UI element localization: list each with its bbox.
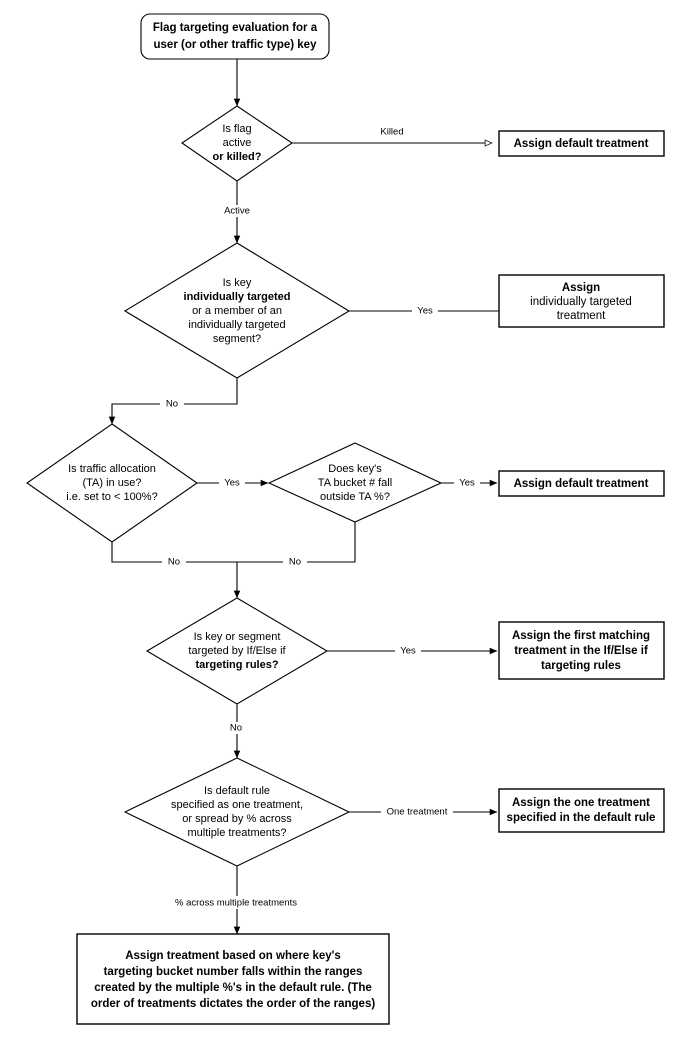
node-decision-default-rule[interactable]: Is default rule specified as one treatme… xyxy=(123,757,351,867)
node-box-first-matching[interactable]: Assign the first matching treatment in t… xyxy=(498,621,665,680)
edge-label-individual-no: No xyxy=(166,399,178,410)
edge-label-rules-yes: Yes xyxy=(400,646,416,657)
decision-default-rule-shape xyxy=(123,757,351,867)
edge-label-ta-yes: Yes xyxy=(224,478,240,489)
decision-ta-line-3: i.e. set to < 100%? xyxy=(66,491,157,503)
decision-ta-bucket-line-2: TA bucket # fall xyxy=(318,477,392,489)
decision-rules-line-1: Is key or segment xyxy=(194,631,281,643)
decision-flag-state-line-3: or killed? xyxy=(213,151,262,163)
node-box-one-treatment[interactable]: Assign the one treatment specified in th… xyxy=(498,788,665,833)
node-box-killed-default[interactable]: Assign default treatment xyxy=(498,130,665,157)
decision-rules-line-3: targeting rules? xyxy=(195,659,278,671)
box-ta-default-shape xyxy=(498,470,665,497)
edge-label-rules-no: No xyxy=(230,723,242,734)
decision-default-rule-line-3: or spread by % across xyxy=(182,813,292,825)
node-decision-ta-bucket[interactable]: Does key's TA bucket # fall outside TA %… xyxy=(267,442,443,523)
box-killed-default-shape xyxy=(498,130,665,157)
label-bg-killed xyxy=(374,126,412,138)
decision-ta-line-2: (TA) in use? xyxy=(82,477,141,489)
decision-ta-bucket-shape xyxy=(267,442,443,523)
start-shape xyxy=(140,13,330,60)
node-box-spread-treatment[interactable]: Assign treatment based on where key's ta… xyxy=(76,933,390,1025)
box-first-matching-line-2: treatment in the If/Else if xyxy=(514,645,648,657)
decision-default-rule-line-2: specified as one treatment, xyxy=(171,799,303,811)
decision-individual-line-4: individually targeted xyxy=(188,319,285,331)
label-bg-bucket-no xyxy=(283,556,307,568)
edge-label-default-one: One treatment xyxy=(387,807,448,818)
node-decision-targeting-rules[interactable]: Is key or segment targeted by If/Else if… xyxy=(145,597,329,705)
node-decision-flag-state[interactable]: Is flag active or killed? xyxy=(181,105,293,182)
decision-default-rule-line-4: multiple treatments? xyxy=(187,827,286,839)
decision-ta-bucket-line-1: Does key's xyxy=(328,463,382,475)
decision-ta-bucket-line-3: outside TA %? xyxy=(320,491,390,503)
label-bg-rules-yes xyxy=(395,645,421,657)
decision-flag-state-line-1: Is flag xyxy=(222,123,251,135)
box-individual-treatment-line-1: Assign xyxy=(562,282,600,294)
node-start[interactable]: Flag targeting evaluation for a user (or… xyxy=(140,13,330,60)
box-spread-line-2: targeting bucket number falls within the… xyxy=(104,966,363,978)
label-bg-default-one xyxy=(381,806,453,818)
decision-individual-line-2: individually targeted xyxy=(184,291,291,303)
edge-ta-no xyxy=(111,542,237,563)
edge-label-default-spread: % across multiple treatments xyxy=(175,898,297,909)
box-one-treatment-line-1: Assign the one treatment xyxy=(512,797,650,809)
box-one-treatment-line-2: specified in the default rule xyxy=(507,812,656,824)
box-one-treatment-shape xyxy=(498,788,665,833)
label-bg-individual-yes xyxy=(412,305,438,317)
decision-default-rule-line-1: Is default rule xyxy=(204,785,270,797)
box-individual-treatment-line-3: treatment xyxy=(557,310,606,322)
edge-labels-layer: Killed Active Yes No Yes No Yes No Yes N… xyxy=(158,126,480,909)
node-box-individual-treatment[interactable]: Assign individually targeted treatment xyxy=(498,274,665,328)
label-bg-default-spread xyxy=(158,896,318,909)
box-ta-default-line-1: Assign default treatment xyxy=(514,478,649,490)
label-bg-individual-no xyxy=(160,398,184,410)
box-first-matching-line-3: targeting rules xyxy=(541,660,621,672)
decision-flag-state-shape xyxy=(181,105,293,182)
edge-label-bucket-no: No xyxy=(289,557,301,568)
box-individual-treatment-line-2: individually targeted xyxy=(530,296,632,308)
start-line-1: Flag targeting evaluation for a xyxy=(153,22,318,34)
label-bg-ta-no xyxy=(162,556,186,568)
decision-individual-line-5: segment? xyxy=(213,333,261,345)
edge-label-active: Active xyxy=(224,206,250,217)
box-spread-line-1: Assign treatment based on where key's xyxy=(125,950,341,962)
box-spread-line-4: order of treatments dictates the order o… xyxy=(91,998,376,1010)
node-decision-individual[interactable]: Is key individually targeted or a member… xyxy=(123,242,351,379)
box-spread-treatment-shape xyxy=(76,933,390,1025)
label-bg-ta-yes xyxy=(219,477,245,489)
label-bg-bucket-yes xyxy=(454,477,480,489)
edge-label-bucket-yes: Yes xyxy=(459,478,475,489)
decision-individual-shape xyxy=(123,242,351,379)
decision-traffic-allocation-shape xyxy=(26,423,198,543)
decision-flag-state-line-2: active xyxy=(223,137,252,149)
decision-individual-line-3: or a member of an xyxy=(192,305,282,317)
start-line-2: user (or other traffic type) key xyxy=(154,39,318,51)
box-spread-line-3: created by the multiple %'s in the defau… xyxy=(94,982,372,994)
decision-rules-line-2: targeted by If/Else if xyxy=(188,645,286,657)
box-individual-treatment-shape xyxy=(498,274,665,328)
box-first-matching-line-1: Assign the first matching xyxy=(512,630,650,642)
box-killed-default-line-1: Assign default treatment xyxy=(514,138,649,150)
edge-bucket-no xyxy=(237,522,356,563)
label-bg-rules-no xyxy=(225,722,249,734)
edge-label-killed: Killed xyxy=(380,127,403,138)
decision-ta-line-1: Is traffic allocation xyxy=(68,463,156,475)
label-bg-active xyxy=(220,205,254,217)
box-first-matching-shape xyxy=(498,621,665,680)
decision-targeting-rules-shape xyxy=(145,597,329,705)
node-box-ta-default[interactable]: Assign default treatment xyxy=(498,470,665,497)
edge-label-ta-no: No xyxy=(168,557,180,568)
node-decision-traffic-allocation[interactable]: Is traffic allocation (TA) in use? i.e. … xyxy=(26,423,198,543)
edge-label-individual-yes: Yes xyxy=(417,306,433,317)
decision-individual-line-1: Is key xyxy=(223,277,252,289)
